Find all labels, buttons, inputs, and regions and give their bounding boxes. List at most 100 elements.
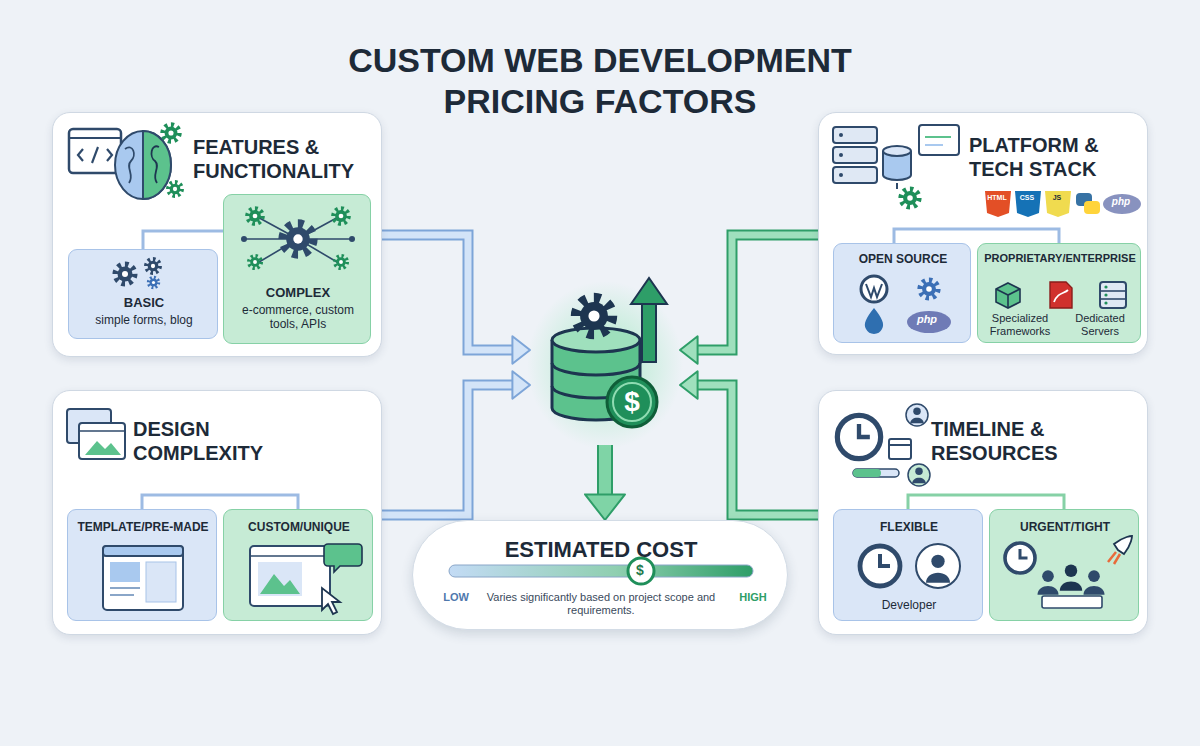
icon-part [906,404,928,426]
node-heading: TIMELINE & RESOURCES [931,417,1136,465]
option-box: CUSTOM/UNIQUE [223,509,373,621]
arrow-body [599,445,611,496]
icon-part [250,546,330,606]
diagram-title: CUSTOM WEB DEVELOPMENT PRICING FACTORS [330,40,870,122]
arrow-body [382,235,514,350]
icon-part [908,495,1064,509]
icon-part [1005,543,1035,573]
icon-part [642,300,656,362]
icon-part [1015,191,1041,217]
icon-part [607,377,657,427]
icon-part [249,256,261,268]
icon-part [996,289,1020,308]
icon-part [260,574,300,594]
icon-part [1054,290,1068,302]
icon-part [896,183,898,189]
arrow-head [680,371,698,399]
icon-part [146,259,160,273]
node-text: Dedicated Servers [1062,312,1138,338]
icon-part [258,562,302,596]
text-label: LOW [438,590,474,605]
cost-engine-icon [530,270,680,445]
option-box: URGENT/TIGHT [989,509,1139,621]
icon-part [833,147,877,163]
arrow-outline [382,235,514,350]
icon-part [552,328,640,352]
factor-panel: TIMELINE & RESOURCES FLEXIBLEDeveloper U… [818,390,1148,635]
icon-part [908,464,930,486]
icon-part [837,415,880,458]
icon-part [248,209,263,224]
icon-part [1050,282,1072,308]
estimate-pill: ESTIMATED COSTVaries significantly based… [412,520,788,630]
text-label: HIGH [732,590,774,605]
icon-part [103,546,183,556]
arrow-head [585,494,625,520]
node-heading: ESTIMATED COST [423,537,779,563]
icon-part [839,133,843,137]
text-label: HTML [984,192,1010,203]
flow-arrow [382,371,530,515]
factor-panel: PLATFORM & TECH STACK OPEN SOURCE PROPRI… [818,112,1148,355]
node-heading: PLATFORM & TECH STACK [969,133,1141,181]
icon-part [107,149,112,161]
icon-part [894,229,1059,243]
node-heading: DESIGN COMPLEXITY [133,417,333,465]
option-box: FLEXIBLEDeveloper [833,509,983,621]
icon-part [143,231,223,249]
icon-part [79,430,125,432]
icon-part [1108,552,1120,564]
node-heading: FEATURES & FUNCTIONALITY [193,135,378,183]
icon-part [920,280,938,298]
arrow-outline [597,445,613,496]
icon-part [861,276,887,302]
icon-part [613,383,651,421]
flow-arrow [680,371,818,515]
icon-part [69,129,121,173]
icon-part [1038,570,1059,595]
icon-part [142,495,298,509]
icon-part [1104,293,1107,296]
node-heading: CUSTOM/UNIQUE [228,520,370,534]
icon-part [78,149,83,161]
arrow-body [696,235,818,350]
node-text: simple forms, blog [74,313,214,327]
icon-part [334,209,349,224]
icon-part [1100,298,1126,300]
icon-part [912,468,926,484]
icon-part [926,555,950,583]
icon-part [985,191,1011,217]
icon-part [1104,301,1107,304]
icon-part [996,283,1020,308]
icon-part [250,555,330,557]
icon-part [79,423,125,459]
icon-part [1100,290,1126,292]
icon-part [1114,536,1132,554]
icon-part [148,277,158,287]
icon-part [853,469,881,477]
icon-part [631,278,667,304]
node-heading: URGENT/TIGHT [994,520,1136,534]
icon-part [889,444,911,446]
option-box: COMPLEXe-commerce, custom tools, APIs [223,194,371,344]
icon-part [866,284,882,297]
icon-part [103,546,183,610]
node-heading: TEMPLATE/PRE-MADE [72,520,214,534]
icon-part [910,408,924,424]
node-text: Specialized Frameworks [982,312,1058,338]
icon-part [865,308,883,334]
text-label: CSS [1014,192,1040,203]
icon-part [324,544,362,572]
icon-part [168,182,182,196]
option-box: PROPRIETARY/ENTERPRISESpecialized Framew… [977,243,1141,343]
icon-part [889,439,911,459]
node-heading: OPEN SOURCE [838,252,968,266]
arrow-body [382,385,514,515]
icon-part [1084,201,1100,214]
icon-part [916,544,960,588]
cost-engine: $ [530,270,680,445]
node-heading: COMPLEX [229,285,367,301]
icon-part [1100,282,1126,308]
arrow-outline [696,385,818,515]
icon-part [1103,194,1141,214]
